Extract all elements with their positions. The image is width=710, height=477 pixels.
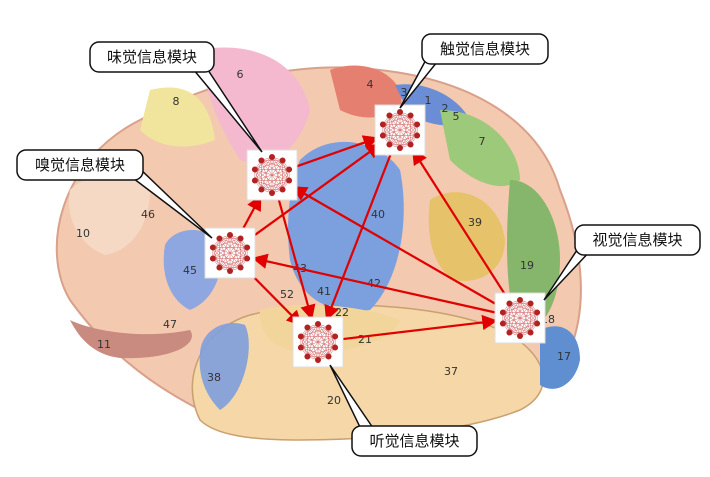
- area-number: 52: [280, 288, 294, 301]
- area-number: 39: [468, 216, 482, 229]
- area-number: 46: [141, 208, 155, 221]
- area-numbers: 6431257846104547114039194341425222211817…: [76, 68, 571, 407]
- area-number: 47: [163, 318, 177, 331]
- connection-arrow: [246, 269, 303, 327]
- connection-arrow: [248, 143, 382, 240]
- connection-arrow: [240, 194, 262, 233]
- area-number: 8: [173, 95, 180, 108]
- area-number: 37: [444, 365, 458, 378]
- connection-arrows: [240, 135, 509, 341]
- area-number: 10: [76, 227, 90, 240]
- touch-callout: 触觉信息模块: [399, 33, 549, 109]
- brain-illustration: [55, 47, 582, 441]
- area-number: 41: [317, 285, 331, 298]
- area-number: 1: [425, 94, 432, 107]
- connection-arrow: [291, 186, 500, 307]
- connection-arrow: [277, 197, 316, 321]
- connection-arrow: [294, 135, 379, 169]
- area-number: 6: [237, 68, 244, 81]
- smell-module-icon: [204, 227, 256, 279]
- area-number: 45: [183, 264, 197, 277]
- area-number: 2: [442, 102, 449, 115]
- module-icons: [204, 104, 546, 368]
- taste-callout: 味觉信息模块: [89, 41, 263, 153]
- area-number: 20: [327, 394, 341, 407]
- hearing-callout: 听觉信息模块: [329, 364, 478, 457]
- area-number: 17: [557, 350, 571, 363]
- vision-module-icon: [494, 292, 546, 344]
- area-number: 38: [207, 371, 221, 384]
- taste-label: 味觉信息模块: [107, 48, 197, 66]
- area-number: 5: [453, 110, 460, 123]
- smell-callout: 嗅觉信息模块: [16, 149, 213, 239]
- area-number: 4: [367, 78, 374, 91]
- touch-module-icon: [374, 104, 426, 156]
- hearing-label: 听觉信息模块: [369, 432, 459, 450]
- area-number: 40: [371, 208, 385, 221]
- connection-arrow: [411, 148, 509, 299]
- hearing-module-icon: [292, 316, 344, 368]
- area-number: 7: [479, 135, 486, 148]
- touch-label: 触觉信息模块: [440, 40, 530, 58]
- vision-callout: 视觉信息模块: [543, 224, 701, 301]
- taste-module-icon: [246, 149, 298, 201]
- connection-arrow: [251, 253, 497, 314]
- connection-arrow: [341, 314, 498, 341]
- connection-arrow: [324, 151, 393, 322]
- area-number: 19: [520, 259, 534, 272]
- smell-label: 嗅觉信息模块: [35, 156, 125, 174]
- area-number: 11: [97, 338, 111, 351]
- area-number: 3: [401, 86, 408, 99]
- vision-label: 视觉信息模块: [592, 231, 682, 249]
